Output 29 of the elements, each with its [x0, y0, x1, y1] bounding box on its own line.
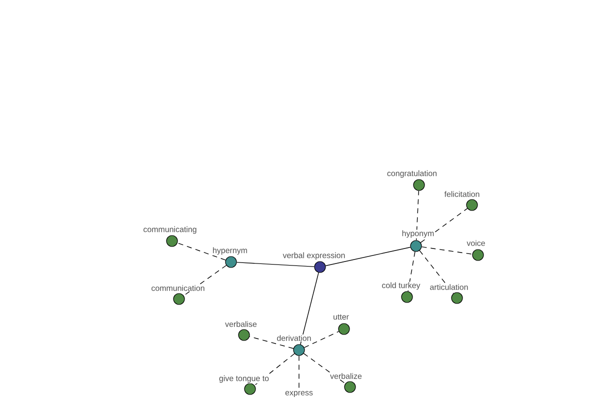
- connector-line: [298, 355, 300, 391]
- node-dot: [338, 323, 350, 335]
- node-dot: [225, 256, 237, 268]
- node-dot: [451, 292, 463, 304]
- connector-line: [416, 190, 420, 241]
- node-dot: [166, 235, 178, 247]
- connector-line: [325, 246, 411, 266]
- node-dot: [413, 179, 425, 191]
- connector-line: [420, 208, 468, 243]
- node-dot: [410, 240, 422, 252]
- node-dot: [244, 383, 256, 395]
- connector-line: [421, 246, 473, 255]
- connector-line: [183, 265, 227, 296]
- connector-line: [304, 331, 340, 348]
- node-dot: [293, 344, 305, 356]
- connector-line: [419, 250, 454, 294]
- connector-line: [249, 336, 294, 349]
- connector-line: [236, 262, 315, 268]
- node-dot: [401, 291, 413, 303]
- connector-line: [300, 272, 319, 345]
- connector-line: [303, 353, 346, 384]
- node-dot: [238, 329, 250, 341]
- node-dot: [314, 261, 326, 273]
- node-dot: [173, 293, 185, 305]
- node-dot: [472, 249, 484, 261]
- connector-line: [177, 242, 226, 260]
- node-dot: [466, 199, 478, 211]
- connector-line: [408, 251, 416, 292]
- node-dot: [344, 381, 356, 393]
